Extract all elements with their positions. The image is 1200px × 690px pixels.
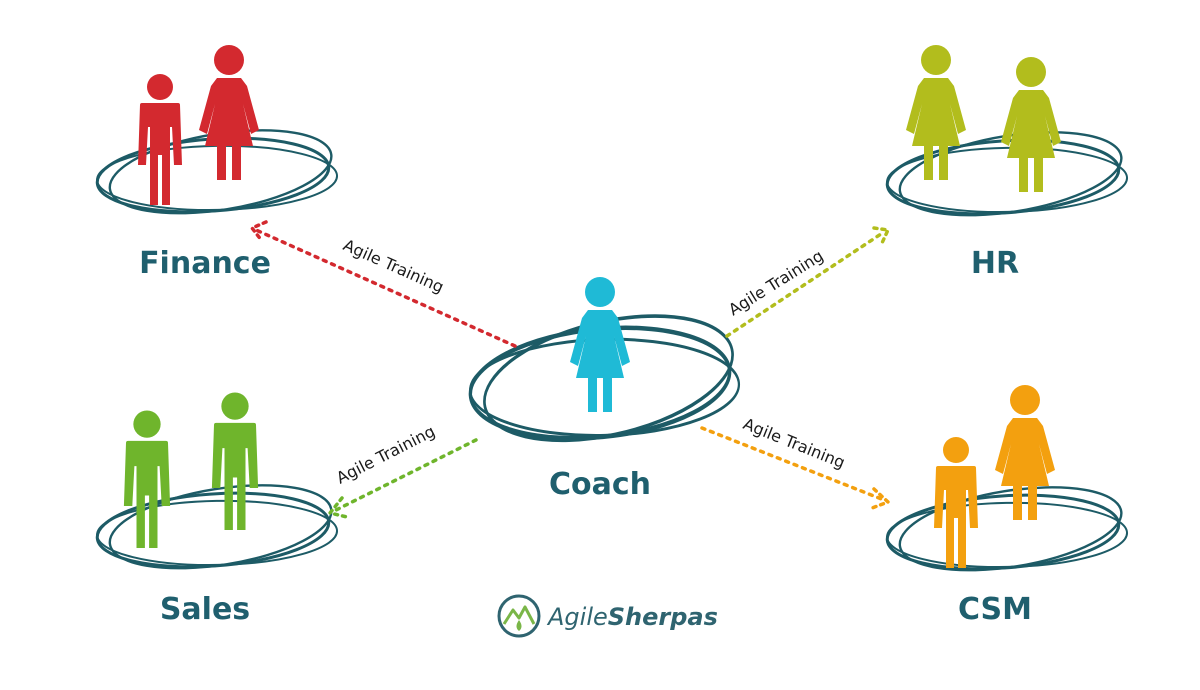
finance-woman-icon <box>199 45 259 180</box>
edge-label-sales: Agile Training <box>333 422 438 488</box>
mountain-drop-logo-icon <box>497 594 541 638</box>
edge-label-finance: Agile Training <box>340 235 446 296</box>
hr-woman-icon-right <box>1001 57 1061 192</box>
hr-label: HR <box>971 246 1019 281</box>
finance-label: Finance <box>139 246 271 281</box>
coach-person <box>570 277 630 412</box>
sales-man-icon-right <box>211 392 259 530</box>
edge-coach-to-finance: Agile Training <box>249 220 517 348</box>
edge-coach-to-hr: Agile Training <box>725 226 891 338</box>
csm-people <box>934 385 1055 568</box>
sales-label: Sales <box>160 592 250 627</box>
csm-ring <box>883 472 1130 586</box>
finance-man-icon <box>138 74 182 205</box>
edge-label-hr: Agile Training <box>725 246 827 319</box>
brand-name-part2: Sherpas <box>608 603 718 631</box>
hr-people <box>906 45 1061 192</box>
brand-logo: AgileSherpas <box>497 594 718 638</box>
finance-people <box>138 45 259 205</box>
coach-woman-icon <box>570 277 630 412</box>
csm-man-icon <box>934 437 978 568</box>
edge-coach-to-csm: Agile Training <box>700 414 892 510</box>
svg-text:AgileSherpas: AgileSherpas <box>546 603 718 631</box>
coach-label: Coach <box>549 467 651 502</box>
csm-woman-icon <box>995 385 1055 520</box>
brand-name-part1: Agile <box>546 603 608 631</box>
edge-coach-to-sales: Agile Training <box>326 422 478 519</box>
sales-man-icon-left <box>123 410 171 548</box>
csm-label: CSM <box>958 592 1032 627</box>
sales-people <box>123 392 259 548</box>
